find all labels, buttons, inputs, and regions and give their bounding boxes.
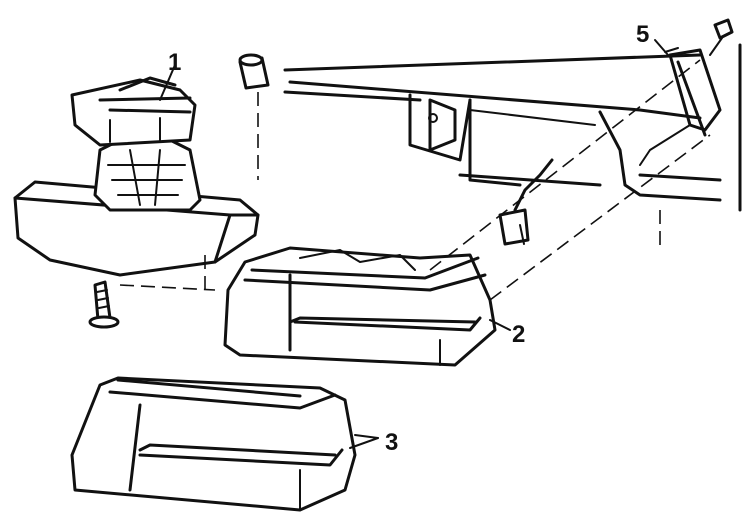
callout-leaders <box>159 39 669 449</box>
wiring-connector <box>498 158 554 246</box>
bracket-assembly <box>639 18 734 166</box>
tail-lamp-lens-3 <box>70 376 357 512</box>
callout-2: 2 <box>512 321 525 348</box>
lamp-housing-1 <box>13 76 260 277</box>
screw <box>88 280 120 329</box>
nut-top <box>238 53 270 180</box>
vehicle-body-panel <box>283 43 742 212</box>
tail-lamp-lens-2 <box>223 246 497 367</box>
alignment-lines <box>119 59 711 301</box>
callout-5: 5 <box>636 21 649 48</box>
callout-1: 1 <box>168 49 181 76</box>
callout-3: 3 <box>385 429 398 456</box>
